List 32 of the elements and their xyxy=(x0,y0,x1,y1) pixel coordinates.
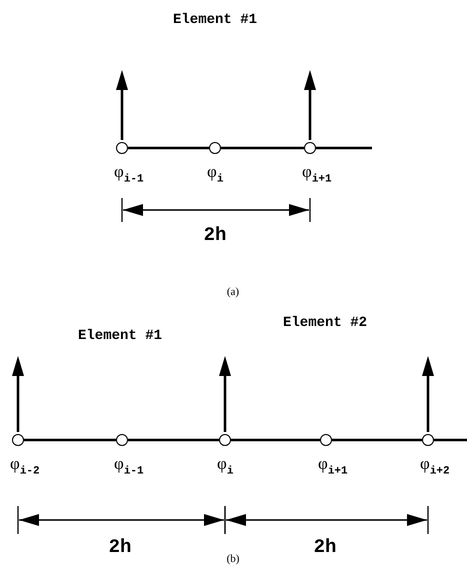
node-circle xyxy=(116,434,128,446)
element-line xyxy=(128,146,209,150)
element-line xyxy=(128,438,219,442)
element-label: Element #2 xyxy=(283,315,367,331)
node-circle xyxy=(219,434,231,446)
dimension-label: 2h xyxy=(204,224,226,246)
element-line xyxy=(221,146,304,150)
node-value-label: φ$_{i}$ xyxy=(207,162,224,186)
dimension-label: 2h xyxy=(314,536,336,558)
node-value-label: φ$_{i-1}$ xyxy=(114,454,144,478)
element-label: Element #1 xyxy=(78,328,162,344)
element-line xyxy=(332,438,422,442)
element-label: Element #1 xyxy=(173,12,257,28)
node-circle xyxy=(116,142,128,154)
node-circle xyxy=(304,142,316,154)
node-value-label: φ$_{i+2}$ xyxy=(420,454,450,478)
node-value-label: φ$_{i-2}$ xyxy=(10,454,40,478)
node-circle xyxy=(320,434,332,446)
node-circle xyxy=(12,434,24,446)
node-value-label: φ$_{i+1}$ xyxy=(318,454,348,478)
dimension-label: 2h xyxy=(108,536,132,558)
node-value-label: φ$_{i}$ xyxy=(217,454,234,478)
panel-caption: (b) xyxy=(226,553,240,565)
panel-caption: (a) xyxy=(226,286,240,298)
element-line xyxy=(231,438,320,442)
node-value-label: φ$_{i-1}$ xyxy=(114,162,144,186)
node-value-label: φ$_{i+1}$ xyxy=(302,162,332,186)
node-circle xyxy=(209,142,221,154)
node-circle xyxy=(422,434,434,446)
element-line xyxy=(434,438,467,442)
element-line xyxy=(316,146,372,150)
element-line xyxy=(24,438,116,442)
